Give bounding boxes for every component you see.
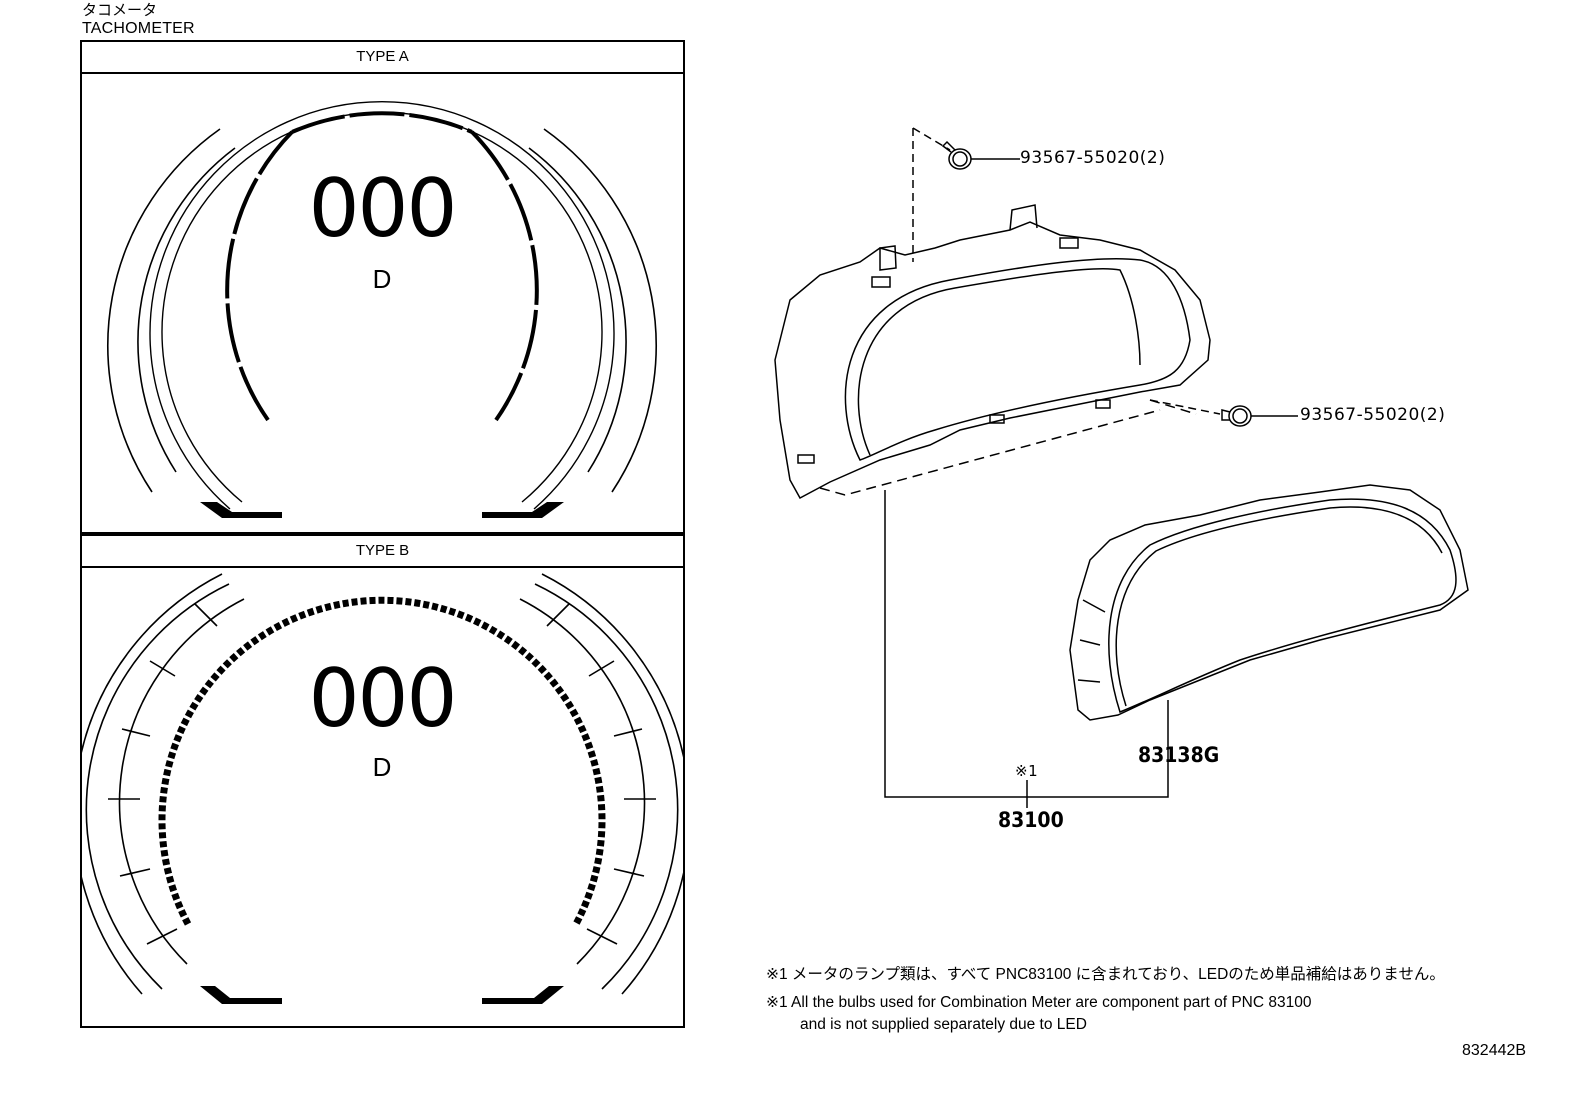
gear-indicator: D: [372, 752, 392, 782]
part-label-glass: 83138G: [1138, 743, 1220, 767]
part-label-screw-bottom: 93567-55020(2): [1300, 405, 1446, 425]
note-english-line2: and is not supplied separately due to LE…: [800, 1016, 1087, 1033]
panel-type-b-label: TYPE B: [82, 534, 683, 568]
tachometer-type-b-graphic: [82, 573, 683, 1004]
note-english-line1: ※1 All the bulbs used for Combination Me…: [766, 994, 1312, 1011]
title-japanese: タコメータ: [82, 2, 158, 19]
part-label-screw-top: 93567-55020(2): [1020, 148, 1166, 168]
panel-type-b: TYPE B 000: [80, 534, 685, 1028]
panel-type-a-label: TYPE A: [82, 42, 683, 74]
catalog-id: 832442B: [1462, 1042, 1527, 1059]
screw-icon: [941, 140, 972, 170]
part-label-meter: 83100: [998, 808, 1064, 832]
speed-digits: 000: [308, 652, 458, 745]
title-english: TACHOMETER: [82, 20, 195, 37]
tachometer-type-a-graphic: [107, 101, 657, 518]
gear-indicator: D: [372, 264, 392, 294]
note-reference-mark: ※1: [1015, 762, 1039, 780]
speed-digits: 000: [308, 162, 458, 255]
panel-type-a: TYPE A 000 D: [80, 40, 685, 534]
note-japanese: ※1 メータのランプ類は、すべて PNC83100 に含まれており、LEDのため…: [766, 966, 1445, 983]
